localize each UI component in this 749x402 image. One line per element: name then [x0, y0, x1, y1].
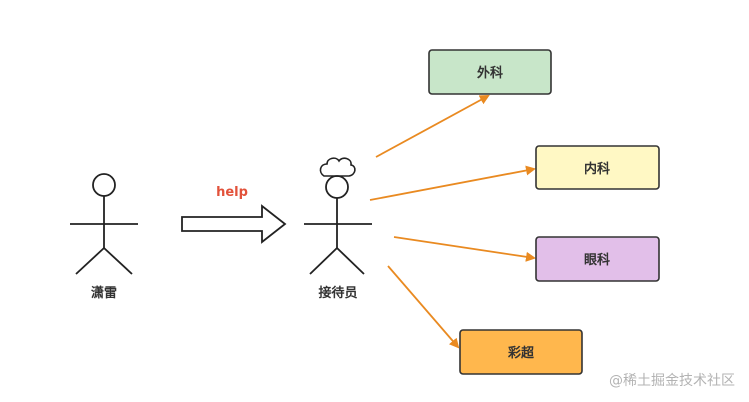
help-label: help — [216, 185, 248, 200]
arrow-to-ophthalmology — [393, 236, 536, 262]
actor-label-left: 潇雷 — [91, 285, 117, 301]
dept-label-surgery: 外科 — [476, 65, 503, 81]
dept-label-internal: 内科 — [584, 161, 610, 177]
actor-label-middle: 接待员 — [318, 285, 357, 301]
dept-label-ophthalmology: 眼科 — [584, 252, 610, 268]
arrow-to-surgery — [375, 95, 490, 158]
actor-figure-middle — [304, 157, 372, 275]
dept-box-ophthalmology: 眼科 — [535, 236, 660, 282]
dept-box-internal: 内科 — [535, 145, 660, 190]
dept-box-ultrasound: 彩超 — [459, 329, 583, 375]
arrow-to-internal — [369, 165, 536, 201]
dept-box-surgery: 外科 — [428, 49, 552, 95]
arrow-to-ultrasound — [387, 265, 460, 349]
actor-figure-left — [70, 173, 138, 275]
help-arrow — [181, 204, 287, 244]
dept-label-ultrasound: 彩超 — [507, 345, 535, 361]
chef-hat-icon — [319, 157, 356, 177]
watermark: @稀土掘金技术社区 — [609, 373, 735, 389]
